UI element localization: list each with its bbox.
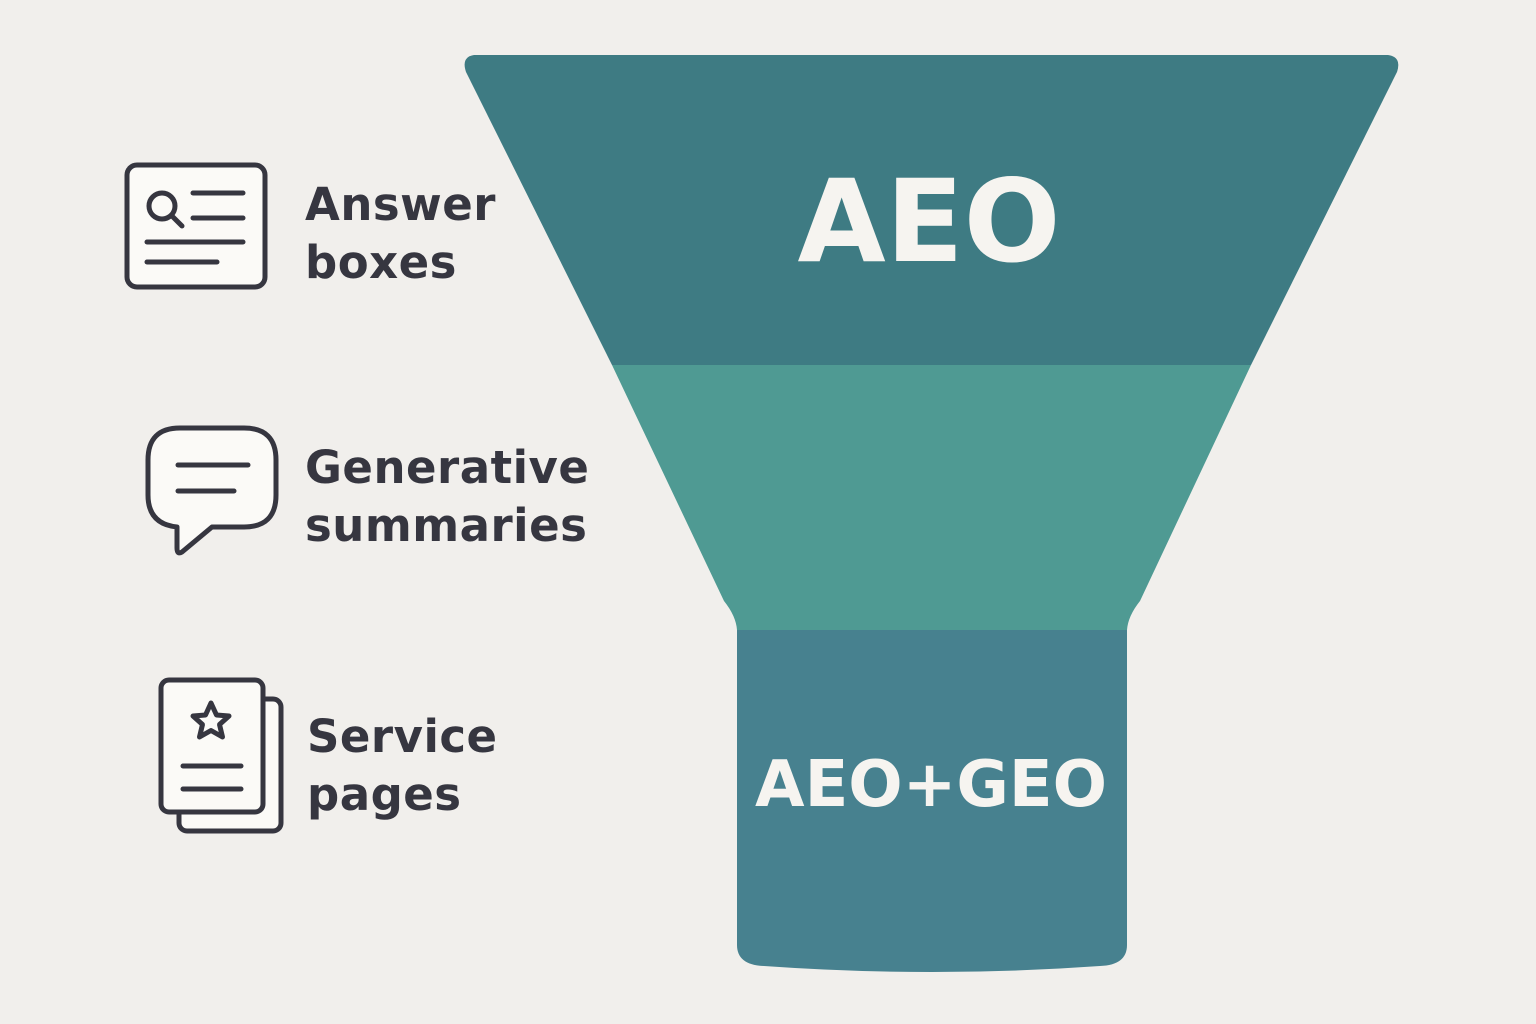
label-service-pages: Service pages <box>307 708 498 824</box>
label-generative-summaries-line1: Generative <box>305 441 590 494</box>
label-answer-boxes-line1: Answer <box>305 178 496 231</box>
funnel-top-segment <box>464 55 1399 365</box>
label-answer-boxes: Answer boxes <box>305 176 496 292</box>
funnel-bottom-segment <box>737 630 1127 972</box>
chat-bubble-icon <box>145 425 279 556</box>
search-document-icon <box>124 162 268 290</box>
label-service-pages-line1: Service <box>307 710 498 763</box>
label-service-pages-line2: pages <box>307 768 462 821</box>
label-generative-summaries: Generative summaries <box>305 439 589 555</box>
funnel-top-label: AEO <box>797 155 1060 288</box>
label-generative-summaries-line2: summaries <box>305 499 588 552</box>
label-answer-boxes-line2: boxes <box>305 236 457 289</box>
funnel-middle-segment <box>612 365 1251 630</box>
funnel-bottom-label: AEO+GEO <box>755 748 1107 822</box>
starred-pages-icon <box>158 677 284 834</box>
